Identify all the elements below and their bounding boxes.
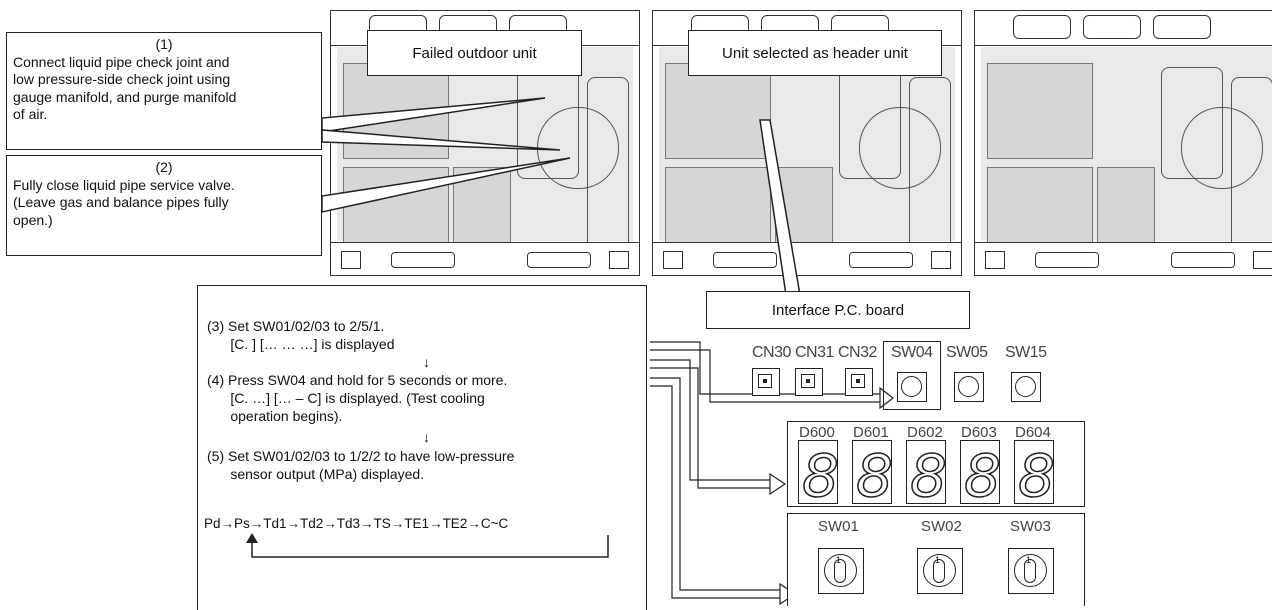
- interface-board-label: Interface P.C. board: [706, 291, 970, 329]
- step-5-line-2: sensor output (MPa) displayed.: [207, 465, 424, 483]
- seven-segment-d601: 8: [852, 440, 892, 504]
- step-5-line-1: (5) Set SW01/02/03 to 1/2/2 to have low-…: [207, 447, 514, 465]
- connector-cn30: [752, 368, 780, 396]
- connector-label: CN32: [838, 344, 877, 362]
- failed-unit-label: Failed outdoor unit: [367, 30, 582, 76]
- rotary-mark: 1: [1026, 555, 1031, 565]
- header-unit-label: Unit selected as header unit: [688, 30, 942, 76]
- callout-1-line: low pressure-side check joint using: [13, 71, 315, 89]
- button-label: SW05: [946, 344, 988, 362]
- rotary-label: SW03: [1010, 518, 1051, 535]
- display-sequence: Pd→Ps→Td1→Td2→Td3→TS→TE1→TE2→C~C: [204, 515, 508, 533]
- display-label: D602: [907, 424, 943, 441]
- callout-1-number: (1): [13, 36, 315, 54]
- digit-glyph: 8: [910, 442, 947, 505]
- connector-cn32: [845, 368, 873, 396]
- rotary-mark: 1: [935, 555, 940, 565]
- step-4-line-3: operation begins).: [207, 407, 342, 425]
- step-4-line-1: (4) Press SW04 and hold for 5 seconds or…: [207, 371, 507, 389]
- sequence-return-arrow: [220, 533, 620, 563]
- seven-segment-d603: 8: [960, 440, 1000, 504]
- digit-glyph: 8: [1018, 442, 1055, 505]
- callout-step-1: (1) Connect liquid pipe check joint and …: [6, 32, 322, 150]
- display-label: D601: [853, 424, 889, 441]
- down-arrow: ↓: [423, 353, 430, 371]
- step-3-line-2: [C. ] [… … …] is displayed: [207, 335, 395, 353]
- button-label: SW15: [1005, 344, 1047, 362]
- down-arrow: ↓: [423, 428, 430, 446]
- callout-2-line: Fully close liquid pipe service valve.: [13, 177, 315, 195]
- callout-1-line: of air.: [13, 106, 315, 124]
- connector-label: CN31: [795, 344, 834, 362]
- connector-label: CN30: [752, 344, 791, 362]
- rotary-label: SW01: [818, 518, 859, 535]
- callout-2-line: open.): [13, 212, 315, 230]
- seven-segment-d604: 8: [1014, 440, 1054, 504]
- rotary-mark: 1: [836, 555, 841, 565]
- display-label: D603: [961, 424, 997, 441]
- button-sw15[interactable]: [1011, 372, 1041, 402]
- button-sw05[interactable]: [954, 372, 984, 402]
- callout-1-line: Connect liquid pipe check joint and: [13, 54, 315, 72]
- step-3-line-1: (3) Set SW01/02/03 to 2/5/1.: [207, 317, 384, 335]
- callout-step-2: (2) Fully close liquid pipe service valv…: [6, 155, 322, 256]
- seven-segment-d600: 8: [798, 440, 838, 504]
- interface-board-label-text: Interface P.C. board: [772, 302, 904, 319]
- rotary-switch-sw02[interactable]: 1: [917, 548, 963, 594]
- callout-2-line: (Leave gas and balance pipes fully: [13, 194, 315, 212]
- display-label: D604: [1015, 424, 1051, 441]
- failed-unit-label-text: Failed outdoor unit: [412, 45, 536, 62]
- digit-glyph: 8: [964, 442, 1001, 505]
- seven-segment-d602: 8: [906, 440, 946, 504]
- step-4-line-2: [C. …] [… – C] is displayed. (Test cooli…: [207, 389, 485, 407]
- digit-glyph: 8: [856, 442, 893, 505]
- rotary-label: SW02: [921, 518, 962, 535]
- header-unit-label-text: Unit selected as header unit: [722, 45, 908, 62]
- callout-1-line: gauge manifold, and purge manifold: [13, 89, 315, 107]
- button-label: SW04: [891, 344, 933, 362]
- callout-2-number: (2): [13, 159, 315, 177]
- connector-cn31: [795, 368, 823, 396]
- display-label: D600: [799, 424, 835, 441]
- rotary-switch-sw03[interactable]: 1: [1008, 548, 1054, 594]
- digit-glyph: 8: [802, 442, 839, 505]
- button-sw04[interactable]: [897, 372, 927, 402]
- rotary-switch-sw01[interactable]: 1: [818, 548, 864, 594]
